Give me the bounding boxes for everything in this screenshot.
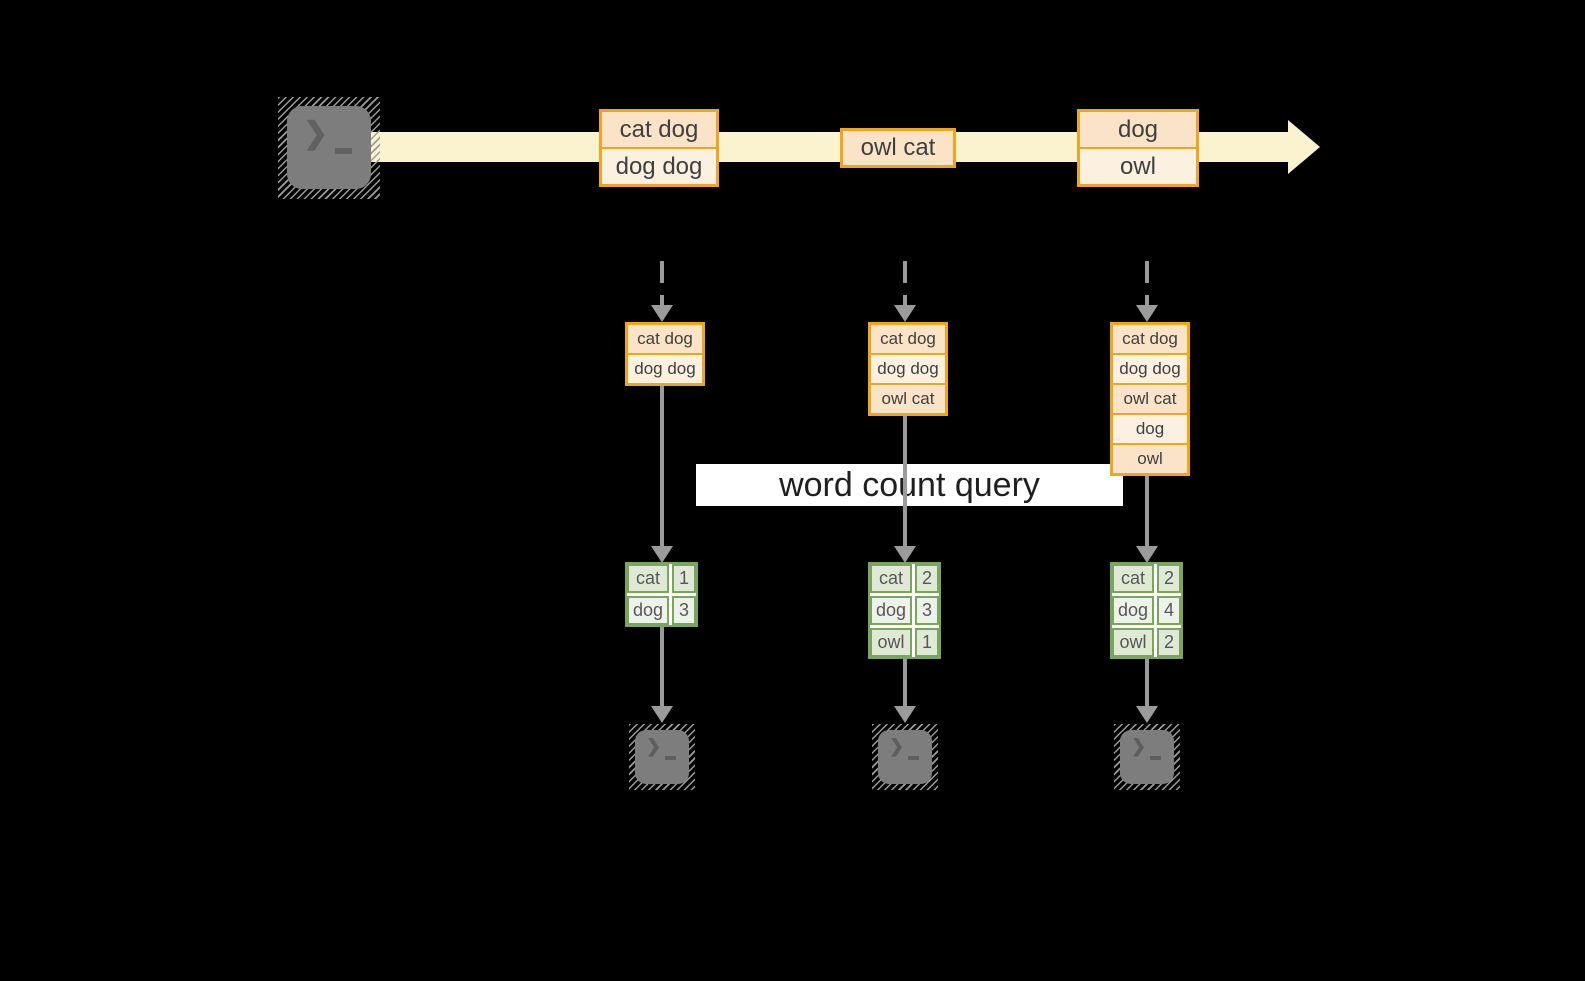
terminal-screen: ❯	[878, 730, 932, 784]
state-row: cat dog	[628, 325, 702, 353]
count-cell: 4	[1157, 596, 1181, 625]
query-arrow-line	[903, 416, 907, 546]
state-row: dog dog	[1113, 353, 1187, 383]
word-cell: dog	[870, 596, 912, 625]
state-row: dog dog	[628, 353, 702, 383]
output-arrowhead-icon	[1136, 706, 1158, 723]
stream-batch-box: cat dog dog dog	[599, 109, 719, 187]
terminal-screen: ❯	[287, 106, 371, 189]
state-row: owl cat	[1113, 383, 1187, 413]
prompt-chevron-icon: ❯	[646, 736, 662, 756]
sink-terminal-icon: ❯	[1114, 724, 1180, 790]
state-row: dog	[1113, 413, 1187, 443]
count-table: cat 1 dog 3	[625, 562, 698, 627]
dashed-arrow-line	[903, 261, 907, 307]
state-stack: cat dog dog dog owl cat	[868, 322, 948, 416]
count-cell: 3	[915, 596, 939, 625]
count-table: cat 2 dog 3 owl 1	[868, 562, 941, 659]
output-arrowhead-icon	[651, 706, 673, 723]
word-cell: dog	[627, 596, 669, 625]
query-arrow-line	[660, 386, 664, 546]
stream-batch-box: owl cat	[840, 128, 956, 168]
state-row: cat dog	[871, 325, 945, 353]
terminal-screen: ❯	[635, 730, 689, 784]
source-terminal-icon: ❯	[278, 97, 380, 199]
query-arrowhead-icon	[894, 546, 916, 563]
prompt-chevron-icon: ❯	[303, 117, 329, 150]
batch-row: cat dog	[602, 112, 716, 147]
count-cell: 1	[915, 628, 939, 657]
terminal-screen: ❯	[1120, 730, 1174, 784]
word-cell: cat	[627, 564, 669, 593]
prompt-cursor-icon	[1150, 756, 1161, 760]
state-row: cat dog	[1113, 325, 1187, 353]
word-cell: owl	[1112, 628, 1154, 657]
count-cell: 2	[915, 564, 939, 593]
output-arrow-line	[660, 627, 664, 707]
prompt-chevron-icon: ❯	[889, 736, 905, 756]
prompt-cursor-icon	[335, 148, 352, 154]
dashed-arrowhead-icon	[894, 305, 916, 322]
sink-terminal-icon: ❯	[629, 724, 695, 790]
word-cell: dog	[1112, 596, 1154, 625]
batch-row: owl cat	[843, 131, 953, 165]
dashed-arrowhead-icon	[651, 305, 673, 322]
prompt-cursor-icon	[908, 756, 919, 760]
batch-row: dog	[1080, 112, 1196, 147]
output-arrow-line	[903, 659, 907, 707]
state-row: owl cat	[871, 383, 945, 413]
dashed-arrow-line	[1145, 261, 1149, 307]
output-arrow-line	[1145, 659, 1149, 707]
query-arrowhead-icon	[651, 546, 673, 563]
word-cell: owl	[870, 628, 912, 657]
batch-row: dog dog	[602, 147, 716, 184]
prompt-chevron-icon: ❯	[1131, 736, 1147, 756]
count-cell: 3	[672, 596, 696, 625]
word-cell: cat	[870, 564, 912, 593]
word-cell: cat	[1112, 564, 1154, 593]
dashed-arrow-line	[660, 261, 664, 307]
stream-batch-box: dog owl	[1077, 109, 1199, 187]
query-arrow-line	[1145, 476, 1149, 546]
output-arrowhead-icon	[894, 706, 916, 723]
count-cell: 2	[1157, 628, 1181, 657]
state-row: owl	[1113, 443, 1187, 473]
stream-arrowhead-icon	[1288, 120, 1320, 174]
state-stack: cat dog dog dog owl cat dog owl	[1110, 322, 1190, 476]
query-label: word count query	[696, 464, 1123, 506]
prompt-cursor-icon	[665, 756, 676, 760]
count-cell: 2	[1157, 564, 1181, 593]
state-stack: cat dog dog dog	[625, 322, 705, 386]
batch-row: owl	[1080, 147, 1196, 184]
count-table: cat 2 dog 4 owl 2	[1110, 562, 1183, 659]
count-cell: 1	[672, 564, 696, 593]
sink-terminal-icon: ❯	[872, 724, 938, 790]
query-arrowhead-icon	[1136, 546, 1158, 563]
state-row: dog dog	[871, 353, 945, 383]
dashed-arrowhead-icon	[1136, 305, 1158, 322]
